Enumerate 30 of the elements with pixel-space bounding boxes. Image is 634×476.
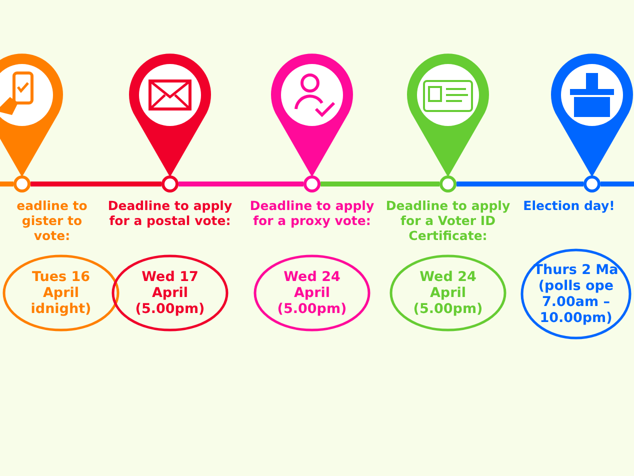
timeline-line	[30, 182, 162, 186]
envelope-pin-icon	[128, 53, 212, 177]
id-card-pin-icon	[406, 53, 490, 177]
timeline-line	[0, 182, 14, 186]
date-text: Thurs 2 Ma (polls ope 7.00am – 10.00pm)	[532, 262, 620, 326]
date-text: Tues 16 April idnight)	[30, 269, 92, 317]
date-ellipse	[2, 254, 120, 332]
date-text: Wed 24 April (5.00pm)	[276, 269, 348, 317]
deadline-heading: Deadline to apply for a proxy vote:	[249, 198, 375, 228]
timeline-line	[600, 182, 634, 186]
date-text: Wed 17 April (5.00pm)	[134, 269, 206, 317]
timeline-line	[456, 182, 584, 186]
timeline-marker	[583, 175, 601, 193]
timeline-marker	[439, 175, 457, 193]
timeline-marker	[161, 175, 179, 193]
deadline-heading: Deadline to apply for a Voter ID Certificate:	[385, 198, 511, 243]
timeline-marker	[13, 175, 31, 193]
date-ellipse	[389, 254, 507, 332]
phone-pin-icon	[0, 53, 64, 177]
timeline-line	[178, 182, 304, 186]
timeline-marker	[303, 175, 321, 193]
timeline-line	[320, 182, 440, 186]
date-ellipse	[520, 248, 632, 340]
date-ellipse	[111, 254, 229, 332]
person-check-pin-icon	[270, 53, 354, 177]
deadline-heading: Deadline to apply for a postal vote:	[107, 198, 233, 228]
date-ellipse	[253, 254, 371, 332]
ballot-box-pin-icon	[550, 53, 634, 177]
deadline-heading: eadline to gister to vote:	[16, 198, 88, 243]
date-text: Wed 24 April (5.00pm)	[412, 269, 484, 317]
